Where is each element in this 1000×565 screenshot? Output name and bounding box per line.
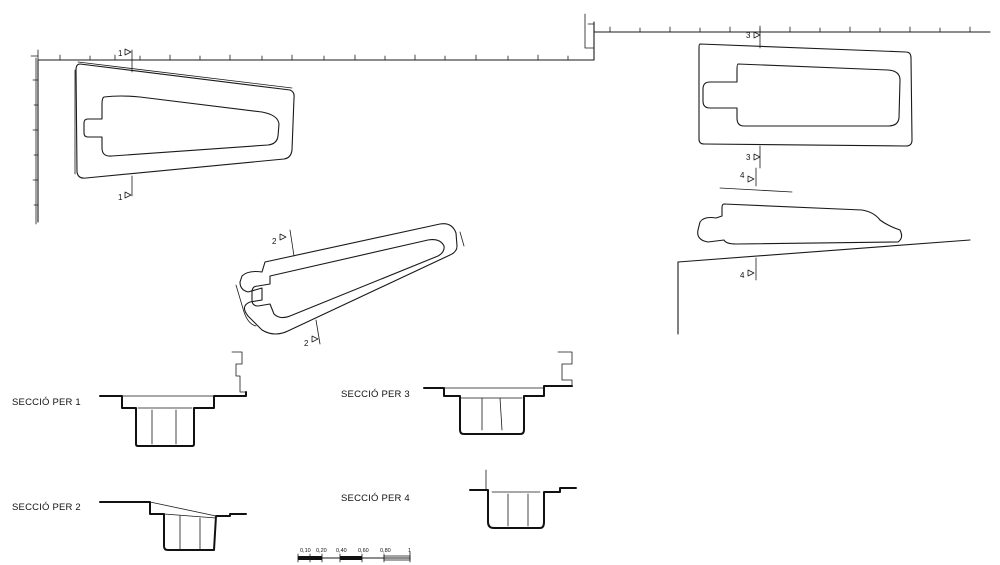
scale-tick-0: 0,10: [300, 548, 311, 554]
section-marker-2-bottom: 2: [304, 319, 321, 348]
section-2-label: SECCIÓ PER 2: [12, 502, 81, 513]
section-1-label: SECCIÓ PER 1: [12, 397, 81, 408]
section-marker-1-bottom: 1: [118, 175, 133, 202]
marker-4-label-bottom: 4: [740, 271, 745, 280]
section-1-drawing: [99, 351, 247, 447]
marker-4-label: 4: [740, 171, 745, 180]
tomb-4-profile: [677, 187, 971, 335]
scale-tick-3: 0,60: [358, 548, 369, 554]
section-marker-2-top: 2: [272, 229, 295, 257]
excavation-boundary-right: [587, 23, 991, 33]
section-4-drawing: [469, 469, 577, 529]
section-3-drawing: [423, 351, 573, 435]
section-marker-4-top: 4: [740, 167, 757, 187]
section-4-label: SECCIÓ PER 4: [341, 493, 410, 504]
scale-tick-1: 0,20: [316, 548, 327, 554]
section-marker-3-top: 3: [746, 25, 761, 49]
marker-2-label-bottom: 2: [304, 339, 309, 348]
tomb-3-plan: [698, 43, 913, 147]
section-3-label: SECCIÓ PER 3: [341, 389, 410, 400]
section-marker-4-bottom: 4: [740, 257, 757, 281]
tomb-2-plan: [235, 223, 465, 335]
section-marker-3-bottom: 3: [746, 145, 761, 169]
scale-tick-5: 1: [408, 548, 411, 554]
marker-3-label: 3: [746, 31, 751, 40]
section-marker-1-top: 1: [118, 48, 133, 73]
scale-bar: 0,10 0,20 0,40 0,60 0,80 1: [297, 548, 411, 563]
marker-1-label: 1: [118, 49, 123, 58]
excavation-boundary-left: [30, 13, 595, 225]
section-2-drawing: [99, 501, 247, 551]
scale-tick-2: 0,40: [336, 548, 347, 554]
marker-1-label-bottom: 1: [118, 193, 123, 202]
tomb-1-plan: [74, 61, 295, 179]
marker-3-label-bottom: 3: [746, 153, 751, 162]
scale-tick-4: 0,80: [380, 548, 391, 554]
marker-2-label: 2: [272, 237, 277, 246]
